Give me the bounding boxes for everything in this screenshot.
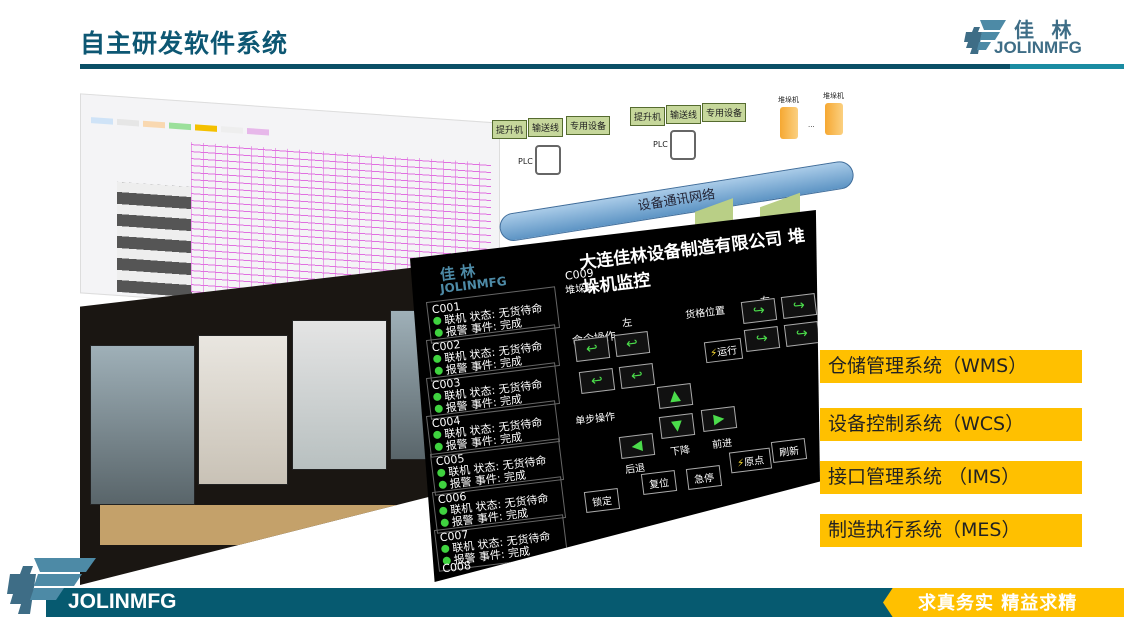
right-button[interactable]: ↪ — [740, 298, 778, 324]
run-button[interactable]: ⚡运行 — [703, 337, 744, 364]
stacker-label: 堆垛机 — [778, 96, 799, 104]
plc-icon-2 — [670, 130, 696, 160]
footer-gear-logo-icon — [7, 558, 96, 614]
box-special-2: 专用设备 — [702, 103, 747, 122]
footer-logo-text: JOLINMFG — [68, 590, 177, 613]
gear-logo-icon — [964, 20, 1006, 54]
system-label-ims: 接口管理系统 （IMS） — [820, 461, 1082, 494]
box-hoist: 提升机 — [492, 120, 528, 139]
back-button[interactable]: ◀ — [618, 433, 656, 459]
header-logo: 佳 林 JOLINMFG — [962, 16, 1102, 60]
system-label-wms: 仓储管理系统（WMS） — [820, 350, 1082, 383]
hmi-down: 下降 — [669, 444, 691, 459]
hmi-left: 左 — [621, 317, 633, 330]
header-divider — [80, 64, 1010, 69]
hmi-step-label: 单步操作 — [574, 411, 616, 428]
left-fast-button[interactable]: ↩ — [573, 336, 611, 362]
reset-button[interactable]: 复位 — [640, 470, 678, 495]
system-label-wcs: 设备控制系统（WCS） — [820, 408, 1082, 441]
stacker-monitor-hmi: 大连佳林设备制造有限公司 堆垛机监控 佳 林 JOLINMFG C009 堆垛机… — [410, 210, 820, 582]
right-fast-button[interactable]: ↪ — [780, 293, 818, 319]
refresh-button[interactable]: 刷新 — [770, 438, 808, 463]
stacker-label-2: 堆垛机 — [823, 92, 844, 100]
estop-button[interactable]: 急停 — [685, 465, 723, 490]
system-label-mes: 制造执行系统（MES） — [820, 514, 1082, 547]
plc-icon — [535, 145, 561, 175]
stacker-icon-2 — [825, 103, 843, 135]
right-button-3[interactable]: ↪ — [783, 321, 820, 347]
control-room-photo — [80, 265, 435, 585]
footer-slogan: 求真务实 精益求精 — [918, 593, 1078, 614]
box-conveyor-2: 输送线 — [666, 105, 702, 124]
box-hoist-2: 提升机 — [630, 107, 666, 126]
box-special: 专用设备 — [566, 116, 611, 135]
forward-button[interactable]: ▶ — [700, 406, 738, 432]
footer-slogan-tag — [883, 588, 1124, 617]
page-title: 自主研发软件系统 — [80, 29, 289, 58]
header-divider-accent — [1010, 64, 1124, 69]
hmi-slot: 货格位置 — [684, 305, 726, 322]
left-button-2[interactable]: ↩ — [578, 368, 616, 394]
plc-label: PLC — [518, 157, 533, 166]
up-button[interactable]: ▲ — [656, 383, 694, 409]
lock-button[interactable]: 锁定 — [583, 488, 621, 513]
ellipsis: ... — [808, 121, 815, 129]
hmi-forward: 前进 — [711, 437, 733, 452]
plc-label-2: PLC — [653, 140, 668, 149]
right-button-2[interactable]: ↪ — [743, 326, 781, 352]
network-diagram: 提升机 输送线 专用设备 提升机 输送线 专用设备 PLC PLC 堆垛机 堆垛… — [490, 92, 860, 345]
home-button[interactable]: ⚡原点 — [728, 447, 773, 474]
left-button-3[interactable]: ↩ — [618, 363, 656, 389]
down-button[interactable]: ▼ — [658, 413, 696, 439]
logo-en: JOLINMFG — [994, 38, 1082, 57]
left-button[interactable]: ↩ — [613, 331, 651, 357]
box-conveyor: 输送线 — [528, 118, 564, 137]
logo-cn: 佳 林 — [1014, 20, 1078, 42]
stacker-icon — [780, 107, 798, 139]
